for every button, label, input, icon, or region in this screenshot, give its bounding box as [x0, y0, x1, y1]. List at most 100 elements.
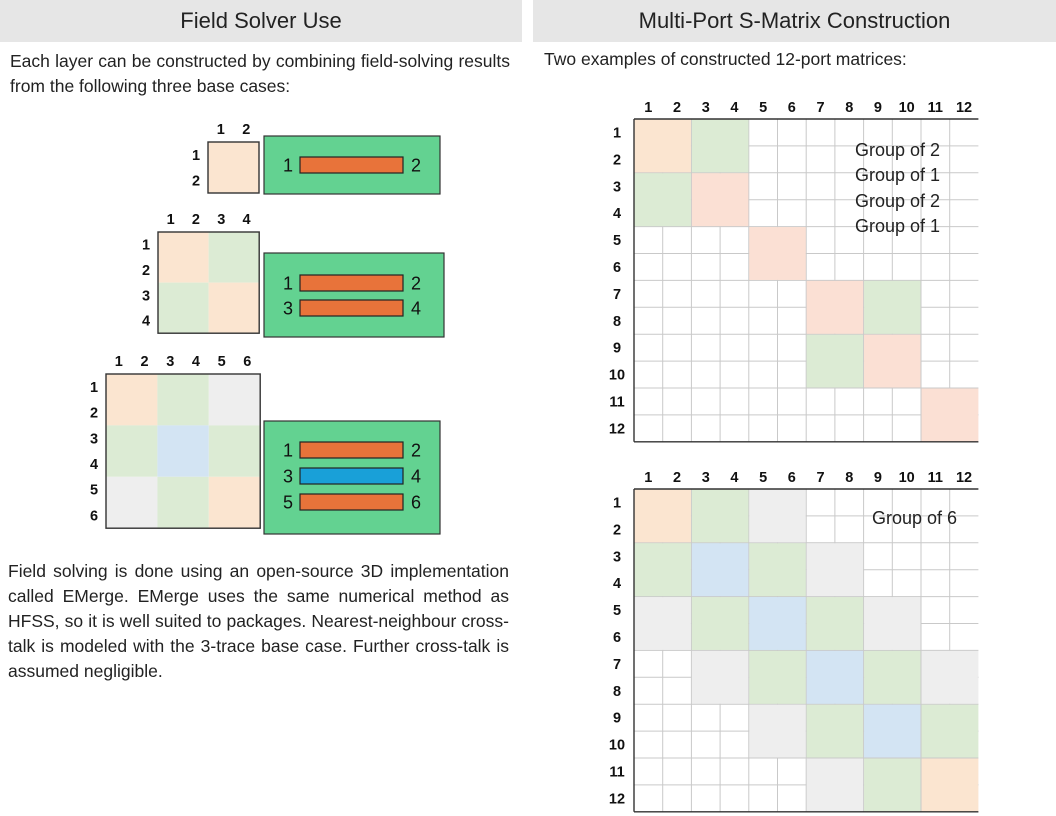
matrix-1-row-label: 6 — [613, 260, 621, 276]
base-3-trace-2 — [299, 467, 404, 485]
matrix-1-row-label: 8 — [613, 314, 621, 330]
matrix-1-col-label: 11 — [928, 100, 943, 116]
matrix-2-col-label: 9 — [874, 470, 882, 486]
base-1-trace-right-port: 2 — [411, 156, 421, 176]
base-3-col-label: 6 — [243, 354, 251, 370]
left-panel-title: Field Solver Use — [0, 0, 522, 42]
base-2-block-1-1 — [158, 232, 209, 283]
matrix-2-block-fill — [921, 758, 978, 812]
matrix-1-row-label: 10 — [609, 368, 625, 384]
matrix-1-block-fill — [749, 227, 806, 280]
matrix-1-group-label: Group of 2 — [855, 191, 940, 211]
base-2-col-label: 3 — [217, 212, 225, 228]
matrix-2-block-fill — [806, 597, 864, 650]
matrix-2-row-label: 1 — [613, 495, 621, 511]
matrix-2-row-label: 9 — [613, 711, 621, 727]
matrix-1-col-label: 10 — [899, 100, 915, 116]
base-3-block-2-3 — [208, 425, 261, 477]
base-3-row-label: 4 — [90, 457, 98, 473]
matrix-2-col-label: 3 — [702, 470, 710, 486]
base-3-matrix-border — [105, 373, 261, 529]
matrix-1-col-label: 9 — [874, 100, 882, 116]
base-3-block-1-1 — [106, 374, 158, 426]
matrix-1-row-label: 4 — [613, 206, 621, 222]
base-3-col-label: 5 — [218, 354, 226, 370]
matrix-2-col-label: 6 — [788, 470, 796, 486]
matrix-2-row-label: 5 — [613, 603, 621, 619]
matrix-2-block-fill — [806, 650, 864, 704]
matrix-2-block-fill — [864, 758, 921, 812]
matrix-1-col-label: 4 — [730, 100, 738, 116]
base-1-row-label: 2 — [192, 173, 200, 189]
base-3-trace-right-port: 6 — [411, 493, 421, 513]
matrix-1-block-fill — [634, 173, 691, 227]
matrix-2-block-fill — [806, 704, 864, 758]
base-3-block-3-2 — [157, 476, 209, 529]
base-2-row-label: 2 — [142, 263, 150, 279]
matrix-1-block-fill — [921, 388, 978, 442]
base-2-col-label: 4 — [243, 212, 251, 228]
matrix-1-row-label: 11 — [609, 394, 624, 410]
matrix-1-block-fill — [864, 334, 921, 388]
base-1-col-label: 1 — [217, 122, 225, 138]
matrix-2-block-fill — [634, 597, 691, 650]
matrix-2-row-label: 6 — [613, 630, 621, 646]
matrix-1-col-label: 5 — [759, 100, 767, 116]
base-1-col-label: 2 — [242, 122, 250, 138]
left-intro-text: Each layer can be constructed by combini… — [10, 51, 510, 96]
matrix-2-block-fill — [691, 543, 749, 597]
matrix-2-block-fill — [921, 650, 978, 704]
matrix-1-block-fill — [806, 334, 864, 388]
matrix-2-row-label: 2 — [613, 522, 621, 538]
matrix-1-row-label: 1 — [613, 125, 621, 141]
base-2-trace-right-port: 4 — [411, 299, 421, 319]
matrix-1-col-label: 1 — [644, 100, 652, 116]
matrix-2-block-fill — [634, 543, 691, 597]
matrix-2-block-fill — [749, 704, 806, 758]
matrix-1-block-fill — [691, 119, 749, 173]
matrix-2-col-label: 5 — [759, 470, 767, 486]
base-1-block-1-1 — [208, 142, 259, 193]
left-description-text: Field solving is done using an open-sour… — [8, 561, 509, 681]
base-3-row-label: 1 — [90, 380, 98, 396]
base-3-block-1-2 — [157, 374, 209, 426]
matrix-2-col-label: 12 — [956, 470, 972, 486]
matrix-2-group-label: Group of 6 — [872, 508, 957, 528]
matrix-1-group-label: Group of 1 — [855, 165, 940, 185]
base-2-trace-2 — [299, 299, 404, 317]
matrix-2-col-label: 10 — [899, 470, 915, 486]
base-2-matrix-border — [157, 231, 260, 334]
matrix-2-block-fill — [806, 543, 864, 597]
matrix-1-row-label: 5 — [613, 233, 621, 249]
matrix-1-group-label: Group of 1 — [855, 216, 940, 236]
base-2-trace-right-port: 2 — [411, 274, 421, 294]
base-3-col-label: 3 — [166, 354, 174, 370]
base-3-trace-left-port: 1 — [283, 441, 293, 461]
base-3-block-2-1 — [106, 425, 158, 477]
matrix-1-row-label: 3 — [613, 179, 621, 195]
base-2-row-label: 4 — [142, 314, 150, 330]
matrix-1-col-label: 3 — [702, 100, 710, 116]
matrix-2-block-fill — [691, 489, 749, 543]
base-1-trace-left-port: 1 — [283, 156, 293, 176]
base-2-col-label: 1 — [167, 212, 175, 228]
matrix-2-col-label: 7 — [817, 470, 825, 486]
base-3-trace-right-port: 2 — [411, 441, 421, 461]
base-3-row-label: 5 — [90, 483, 98, 499]
base-3-trace-left-port: 3 — [283, 467, 293, 487]
matrix-2-row-label: 7 — [613, 657, 621, 673]
matrix-1-col-label: 12 — [956, 100, 972, 116]
matrix-2-block-fill — [691, 597, 749, 650]
base-2-substrate — [263, 252, 445, 338]
matrix-1-block-fill — [634, 119, 691, 173]
matrix-1-row-label: 2 — [613, 152, 621, 168]
matrix-1-col-label: 2 — [673, 100, 681, 116]
right-panel-title: Multi-Port S-Matrix Construction — [533, 0, 1056, 42]
base-3-row-label: 2 — [90, 406, 98, 422]
base-3-block-3-3 — [208, 476, 261, 529]
matrix-2-block-fill — [921, 704, 978, 758]
base-3-trace-left-port: 5 — [283, 493, 293, 513]
base-3-row-label: 6 — [90, 508, 98, 524]
matrix-2-row-label: 8 — [613, 684, 621, 700]
